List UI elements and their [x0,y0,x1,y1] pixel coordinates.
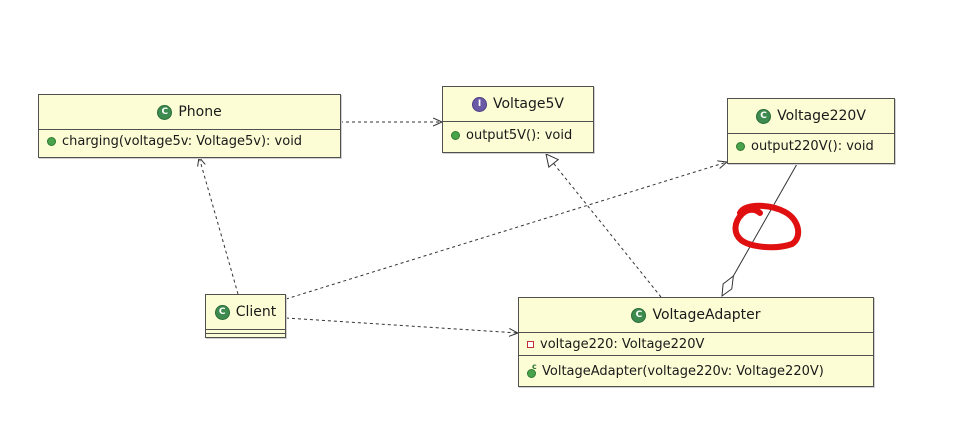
voltage220v-class-box[interactable]: C Voltage220V output220V(): void [727,98,895,164]
phone-class-name: Phone [178,104,222,120]
voltage5v-interface-box[interactable]: I Voltage5V output5V(): void [442,86,594,153]
field-signature: voltage220: Voltage220V [540,336,705,352]
public-method-icon [736,142,745,151]
voltageadapter-class-header: C VoltageAdapter [519,298,873,333]
method-row: output220V(): void [728,134,894,159]
class-icon: C [756,108,772,124]
public-method-icon [451,130,460,140]
voltage5v-methods: output5V(): void [443,122,593,148]
client-class-name: Client [235,304,277,320]
empty-attributes-section [206,330,285,334]
red-annotation-circle [732,202,802,251]
class-icon: C [631,307,647,323]
dependency-client-to-voltage220v [285,162,727,300]
private-field-icon [527,340,534,348]
constructor-signature: VoltageAdapter(voltage220v: Voltage220V) [542,363,824,379]
class-icon: C [157,104,173,120]
class-icon: C [214,304,230,320]
phone-methods: charging(voltage5v: Voltage5v): void [39,130,340,152]
voltageadapter-fields: voltage220: Voltage220V [519,333,873,356]
realization-adapter-to-voltage5v [546,154,662,298]
interface-icon: I [472,96,487,112]
method-row: charging(voltage5v: Voltage5v): void [39,130,340,152]
voltage220v-methods: output220V(): void [728,134,894,159]
phone-class-header: C Phone [39,95,340,130]
constructor-icon: c [527,362,537,378]
constructor-row: c VoltageAdapter(voltage220v: Voltage220… [519,356,873,386]
voltage220v-class-header: C Voltage220V [728,99,894,134]
aggregation-adapter-to-voltage220v [722,163,798,296]
client-class-box[interactable]: C Client [205,294,286,338]
public-method-icon [47,136,56,146]
phone-class-box[interactable]: C Phone charging(voltage5v: Voltage5v): … [38,94,341,158]
voltage220v-class-name: Voltage220V [777,108,866,124]
voltage5v-interface-name: Voltage5V [493,96,564,112]
method-signature: output220V(): void [751,139,874,154]
field-row: voltage220: Voltage220V [519,333,873,355]
method-signature: output5V(): void [466,127,573,143]
client-class-header: C Client [206,295,285,330]
voltageadapter-class-box[interactable]: C VoltageAdapter voltage220: Voltage220V… [518,297,874,387]
method-row: output5V(): void [443,122,593,148]
voltage5v-interface-header: I Voltage5V [443,87,593,122]
method-signature: charging(voltage5v: Voltage5v): void [62,133,303,149]
voltageadapter-constructors: c VoltageAdapter(voltage220v: Voltage220… [519,356,873,386]
voltageadapter-class-name: VoltageAdapter [652,307,761,323]
dependency-client-to-phone [199,157,239,295]
dependency-client-to-voltageadapter [285,317,518,333]
